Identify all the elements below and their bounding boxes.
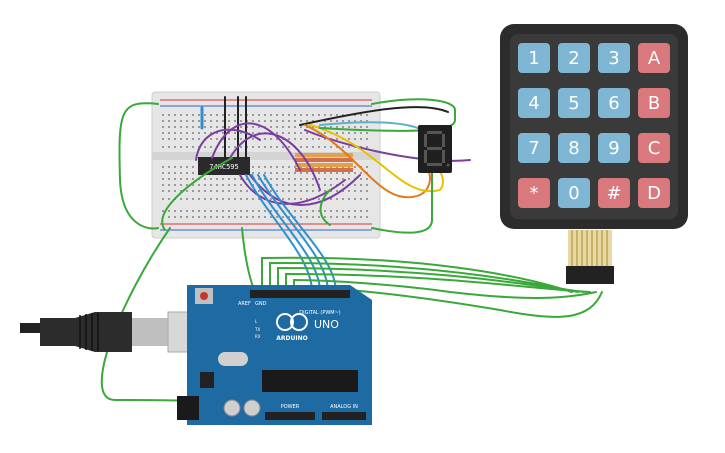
- keypad-key[interactable]: 8: [558, 133, 590, 163]
- wire-green-chip-left[interactable]: [161, 157, 233, 231]
- digital-header[interactable]: [250, 290, 350, 298]
- power-label: POWER: [281, 404, 300, 410]
- rx-label: RX: [255, 334, 261, 339]
- digital-label: DIGITAL (PWM~): [299, 310, 341, 316]
- wire-green-short[interactable]: [319, 189, 331, 226]
- atmega-chip: [262, 370, 358, 392]
- power-jack[interactable]: [177, 396, 199, 420]
- keypad-key[interactable]: 2: [558, 43, 590, 73]
- keypad-key[interactable]: 4: [518, 88, 550, 118]
- chip-label: 74HC595: [209, 163, 239, 171]
- voltage-regulator: [200, 372, 214, 388]
- keypad-key[interactable]: C: [638, 133, 670, 163]
- wire-orange[interactable]: [304, 124, 431, 199]
- keypad-key[interactable]: 7: [518, 133, 550, 163]
- keypad-key[interactable]: #: [598, 178, 630, 208]
- keypad-key[interactable]: 6: [598, 88, 630, 118]
- keypad-key[interactable]: B: [638, 88, 670, 118]
- wire-teal[interactable]: [319, 121, 419, 129]
- wire-green-keypad-bus[interactable]: [261, 256, 603, 318]
- wires: [100, 96, 603, 421]
- gnd-label: GND: [255, 301, 267, 307]
- keypad-key[interactable]: A: [638, 43, 670, 73]
- aref-label: AREF: [238, 301, 251, 307]
- wire-yellow[interactable]: [309, 124, 444, 193]
- keypad-connector[interactable]: [566, 230, 614, 284]
- l-led-label: L: [255, 319, 258, 324]
- wire-green-top-right[interactable]: [319, 98, 456, 132]
- reset-button[interactable]: [200, 292, 208, 300]
- arduino-uno-board[interactable]: GND AREF DIGITAL (PWM~) ARDUINO UNO L TX…: [177, 285, 372, 425]
- keypad-key[interactable]: 3: [598, 43, 630, 73]
- arduino-logo: ARDUINO: [276, 313, 308, 342]
- keypad-key[interactable]: D: [638, 178, 670, 208]
- model-label: UNO: [314, 318, 339, 331]
- power-header[interactable]: [265, 412, 315, 420]
- analog-label: ANALOG IN: [330, 404, 358, 410]
- keypad-key[interactable]: *: [518, 178, 550, 208]
- analog-header[interactable]: [322, 412, 366, 420]
- wire-green-left[interactable]: [118, 102, 159, 230]
- usb-cable[interactable]: [20, 311, 209, 353]
- logo-text: ARDUINO: [276, 335, 307, 342]
- keypad-key[interactable]: 5: [558, 88, 590, 118]
- wire-green-right[interactable]: [371, 149, 433, 234]
- keypad-key[interactable]: 0: [558, 178, 590, 208]
- wire-blue-to-arduino[interactable]: [245, 174, 337, 291]
- capacitor-2: [243, 399, 261, 417]
- capacitor-1: [223, 399, 241, 417]
- crystal: [218, 352, 248, 366]
- shift-register-chip[interactable]: 74HC595: [198, 157, 250, 175]
- segment-digit-graphic: [424, 131, 450, 167]
- resistor-array[interactable]: [295, 153, 353, 172]
- keypad-key[interactable]: 1: [518, 43, 550, 73]
- keypad-key[interactable]: 9: [598, 133, 630, 163]
- tx-label: TX: [254, 327, 260, 332]
- wire-black-display[interactable]: [299, 106, 449, 126]
- seven-segment-display[interactable]: 8: [418, 125, 452, 173]
